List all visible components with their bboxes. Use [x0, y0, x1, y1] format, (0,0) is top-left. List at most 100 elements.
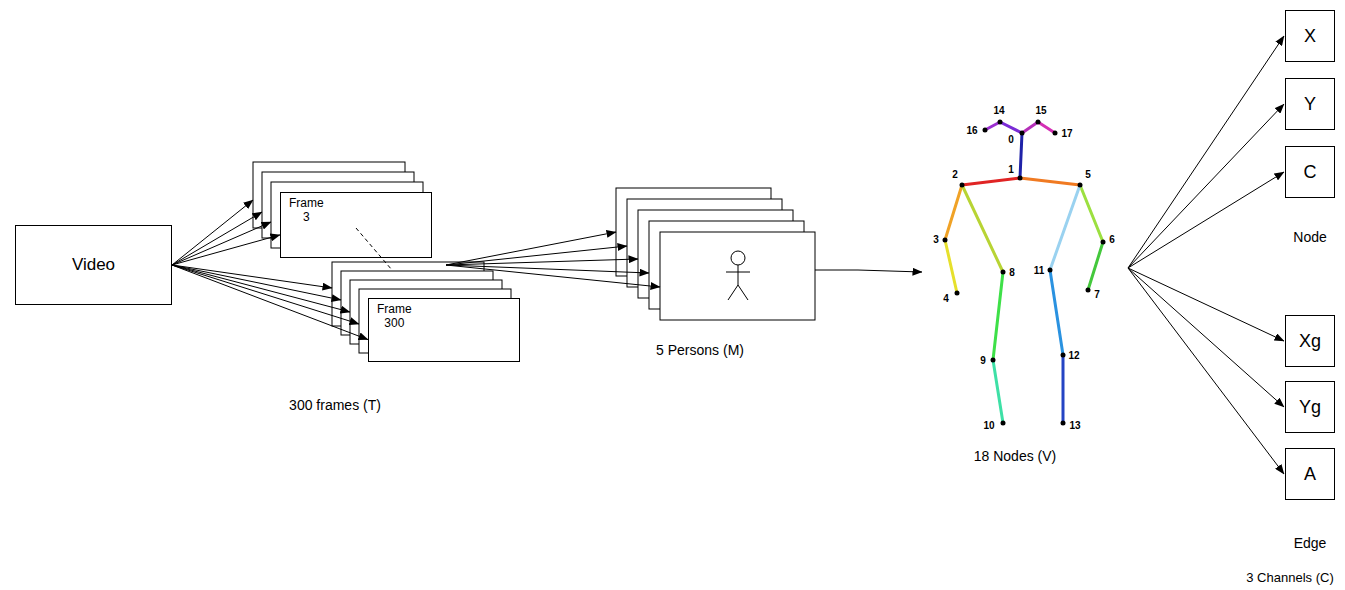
node-text: A: [1304, 464, 1316, 485]
joint-number: 9: [980, 355, 986, 367]
fan-arrow: [172, 200, 253, 265]
skeleton-bone: [1038, 122, 1055, 133]
skeleton-bone: [1080, 185, 1103, 242]
fan-arrow: [446, 259, 638, 265]
skeleton-bone: [962, 178, 1020, 185]
joint-number: 13: [1069, 420, 1080, 432]
fan-arrow: [446, 265, 649, 273]
joint-dot: [1078, 183, 1083, 188]
joint-dot: [960, 183, 965, 188]
fan-arrow: [172, 265, 359, 324]
skeleton-bone: [945, 240, 957, 293]
node-text: C: [1304, 162, 1317, 183]
joint-dot: [1020, 131, 1025, 136]
axis-caption: 3 Channels (C): [1246, 570, 1333, 586]
fan-arrow: [1128, 172, 1284, 268]
figure-arms: [726, 272, 750, 273]
joint-number: 17: [1061, 128, 1072, 140]
fan-arrow: [172, 265, 332, 288]
flow-arrow: [172, 265, 368, 340]
joint-dot: [983, 128, 988, 133]
channel-box: Y: [1285, 78, 1335, 130]
joint-number: 15: [1035, 105, 1046, 117]
skeleton-bone: [1020, 133, 1022, 178]
channel-box: C: [1285, 146, 1335, 198]
node-text: Video: [72, 255, 115, 275]
joint-dot: [1018, 176, 1023, 181]
flow-arrow: [815, 270, 922, 272]
node-text: Frame 3: [289, 197, 324, 225]
skeleton-bone: [945, 185, 962, 240]
joint-number: 1: [1008, 164, 1014, 176]
joint-dot: [1086, 288, 1091, 293]
skeleton-bone: [1050, 185, 1080, 270]
fan-arrow: [172, 265, 341, 300]
fan-arrow: [1128, 36, 1284, 268]
fan-arrow: [1128, 268, 1284, 407]
joint-dot: [1061, 353, 1066, 358]
fan-arrow: [1128, 268, 1284, 474]
fan-arrow: [1128, 268, 1284, 341]
joint-number: 3: [933, 234, 939, 246]
joint-number: 6: [1109, 234, 1115, 246]
skeleton-joints: [943, 120, 1106, 426]
skeleton-bone: [962, 185, 1003, 272]
axis-caption: 18 Nodes (V): [974, 448, 1056, 465]
fan-arrow: [1128, 104, 1284, 268]
group-caption: Edge: [1294, 535, 1327, 552]
axis-caption: 5 Persons (M): [656, 342, 744, 359]
skeleton-bone: [1062, 355, 1065, 423]
joint-dot: [1001, 270, 1006, 275]
skeleton-bone: [1000, 122, 1022, 133]
channel-box: X: [1285, 10, 1335, 62]
joint-number: 16: [966, 125, 977, 137]
joint-dot: [991, 358, 996, 363]
fan-arrow: [172, 265, 350, 312]
joint-dot: [1061, 421, 1066, 426]
source-box: Video: [15, 225, 172, 305]
joint-dot: [1036, 120, 1041, 125]
joint-dot: [1048, 268, 1053, 273]
joint-number: 4: [943, 293, 949, 305]
joint-dot: [1101, 240, 1106, 245]
node-text: X: [1304, 26, 1316, 47]
ellipsis-dash: [356, 228, 392, 270]
skeleton-bone: [985, 122, 1000, 130]
joint-number: 12: [1068, 350, 1079, 362]
joint-dot: [943, 238, 948, 243]
figure-body: [738, 265, 739, 285]
joint-number: 10: [983, 420, 994, 432]
skeleton-bone: [1022, 122, 1038, 133]
stick-figure: [726, 251, 750, 300]
figure-head: [731, 251, 745, 265]
joint-number: 5: [1085, 169, 1091, 181]
joint-number: 7: [1094, 289, 1100, 301]
skeleton-bone: [993, 272, 1003, 360]
fan-arrow: [446, 265, 660, 287]
axis-caption: 300 frames (T): [289, 397, 381, 414]
joint-number: 8: [1009, 267, 1015, 279]
frame-ground: [280, 192, 432, 258]
flow-arrow: [172, 235, 280, 265]
joint-dot: [1001, 421, 1006, 426]
node-text: Yg: [1299, 397, 1321, 418]
node-text: Frame 300: [377, 303, 412, 331]
skeleton-bone: [993, 360, 1003, 423]
channel-box: Yg: [1285, 381, 1335, 433]
joint-number: 2: [952, 169, 958, 181]
skeleton-bone: [1088, 242, 1103, 290]
figure-leg: [728, 285, 738, 300]
person-layer: [660, 232, 815, 320]
group-caption: Node: [1293, 229, 1326, 246]
skeleton-figure: [945, 122, 1103, 423]
frame-box: Frame 3: [280, 192, 432, 258]
skeleton-bone: [1050, 270, 1063, 355]
joint-dot: [1053, 131, 1058, 136]
fan-arrow: [172, 212, 262, 265]
fan-arrow: [172, 222, 271, 265]
figure-leg: [738, 285, 748, 300]
